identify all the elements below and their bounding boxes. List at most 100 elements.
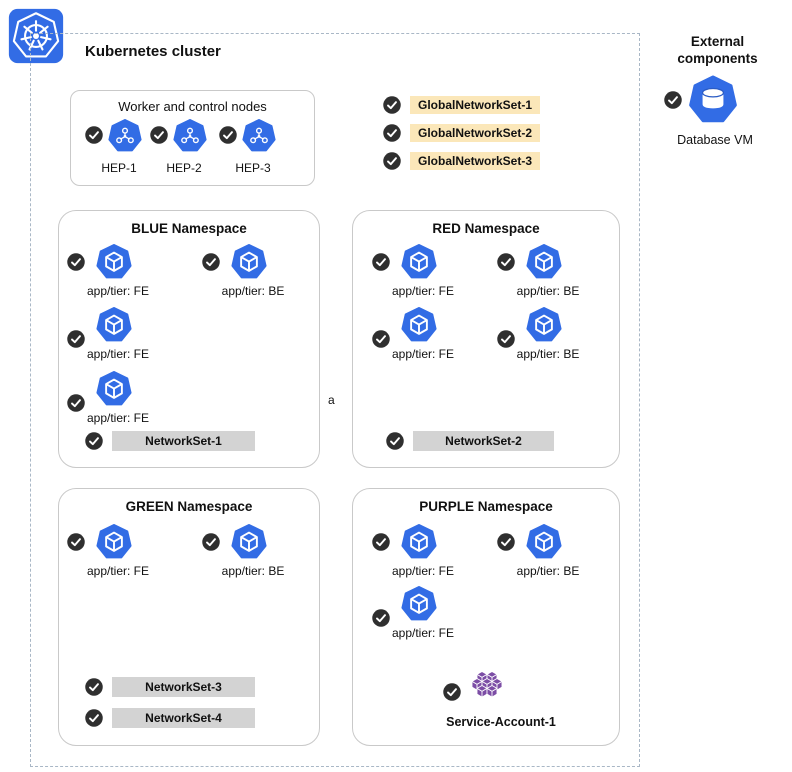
pod-label: app/tier: BE [516,347,580,361]
pod-label: app/tier: BE [516,284,580,298]
pod-label: app/tier: FE [391,284,455,298]
network-set: NetworkSet-4 [84,708,255,728]
hep-label: HEP-3 [235,161,271,175]
external-components-title: External components [677,34,758,66]
pod-icon [401,586,437,622]
check-badge-icon [66,252,86,272]
check-badge-icon [66,329,86,349]
check-badge-icon [201,532,221,552]
pod-icon [96,244,132,280]
pod-label: app/tier: FE [86,411,150,425]
pod-icon [96,307,132,343]
namespace-title: RED Namespace [432,221,540,236]
pod-icon [231,244,267,280]
pod-icon [401,307,437,343]
namespace-purple: PURPLE Namespace app/tier: FE app/tier: … [352,488,620,746]
check-badge-icon [382,151,402,171]
pod: app/tier: BE [201,244,305,306]
check-badge-icon [371,608,391,628]
stray-annotation: a [328,393,335,407]
hep-icon [242,119,276,153]
pod-label: app/tier: FE [86,284,150,298]
global-network-set: GlobalNetworkSet-1 [382,95,541,115]
check-badge-icon [84,125,104,145]
pod: app/tier: FE [371,244,475,306]
check-badge-icon [218,125,238,145]
network-set: NetworkSet-2 [385,431,554,451]
worker-nodes-box: Worker and control nodes HEP-1 HEP-2 HEP… [70,90,315,186]
check-badge-icon [382,123,402,143]
global-network-set: GlobalNetworkSet-2 [382,123,541,143]
namespace-red: RED Namespace app/tier: FE app/tier: BE … [352,210,620,468]
network-set: NetworkSet-3 [84,677,255,697]
check-badge-icon [496,329,516,349]
namespace-blue: BLUE Namespace app/tier: FE app/tier: BE… [58,210,320,468]
check-badge-icon [496,252,516,272]
check-badge-icon [84,677,104,697]
pod-label: app/tier: BE [516,564,580,578]
namespace-green: GREEN Namespace app/tier: FE app/tier: B… [58,488,320,746]
pod-icon [401,244,437,280]
check-badge-icon [84,431,104,451]
hep-icon [173,119,207,153]
check-badge-icon [149,125,169,145]
check-badge-icon [385,431,405,451]
hep-icon [108,119,142,153]
pod: app/tier: BE [201,524,305,586]
pod-label: app/tier: FE [86,347,150,361]
pod: app/tier: FE [371,586,475,648]
global-network-set-label: GlobalNetworkSet-3 [410,152,541,170]
pod-label: app/tier: BE [221,564,285,578]
pod-icon [401,524,437,560]
pod: app/tier: FE [66,371,170,433]
check-badge-icon [66,393,86,413]
check-badge-icon [66,532,86,552]
namespace-title: BLUE Namespace [131,221,247,236]
network-set: NetworkSet-1 [84,431,255,451]
database-icon [688,75,738,125]
pod: app/tier: BE [496,244,600,306]
check-badge-icon [442,682,462,702]
check-badge-icon [371,329,391,349]
pod-label: app/tier: FE [391,564,455,578]
check-badge-icon [371,532,391,552]
pod: app/tier: FE [66,307,170,369]
check-badge-icon [663,90,683,110]
cluster-boundary [30,33,640,767]
namespace-title: GREEN Namespace [125,499,253,514]
service-account-icon [467,669,507,701]
network-set-label: NetworkSet-2 [413,431,554,451]
network-set-label: NetworkSet-3 [112,677,255,697]
network-set-label: NetworkSet-4 [112,708,255,728]
global-network-set-label: GlobalNetworkSet-2 [410,124,541,142]
pod: app/tier: BE [496,524,600,586]
pod-label: app/tier: FE [391,626,455,640]
pod-icon [526,524,562,560]
network-set-label: NetworkSet-1 [112,431,255,451]
pod-label: app/tier: FE [391,347,455,361]
database-vm-label: Database VM [677,133,753,147]
global-network-set: GlobalNetworkSet-3 [382,151,541,171]
check-badge-icon [201,252,221,272]
pod-label: app/tier: FE [86,564,150,578]
check-badge-icon [382,95,402,115]
hep-label: HEP-1 [101,161,137,175]
pod-icon [96,371,132,407]
pod-icon [526,307,562,343]
pod: app/tier: FE [371,524,475,586]
check-badge-icon [371,252,391,272]
pod-icon [96,524,132,560]
pod-icon [526,244,562,280]
check-badge-icon [496,532,516,552]
check-badge-icon [84,708,104,728]
hep-label: HEP-2 [166,161,202,175]
hep-node: HEP-3 [218,119,288,185]
cluster-title: Kubernetes cluster [85,43,221,60]
pod-label: app/tier: BE [221,284,285,298]
pod: app/tier: BE [496,307,600,369]
pod: app/tier: FE [66,244,170,306]
pod-icon [231,524,267,560]
service-account-label: Service-Account-1 [446,715,556,729]
namespace-title: PURPLE Namespace [419,499,553,514]
